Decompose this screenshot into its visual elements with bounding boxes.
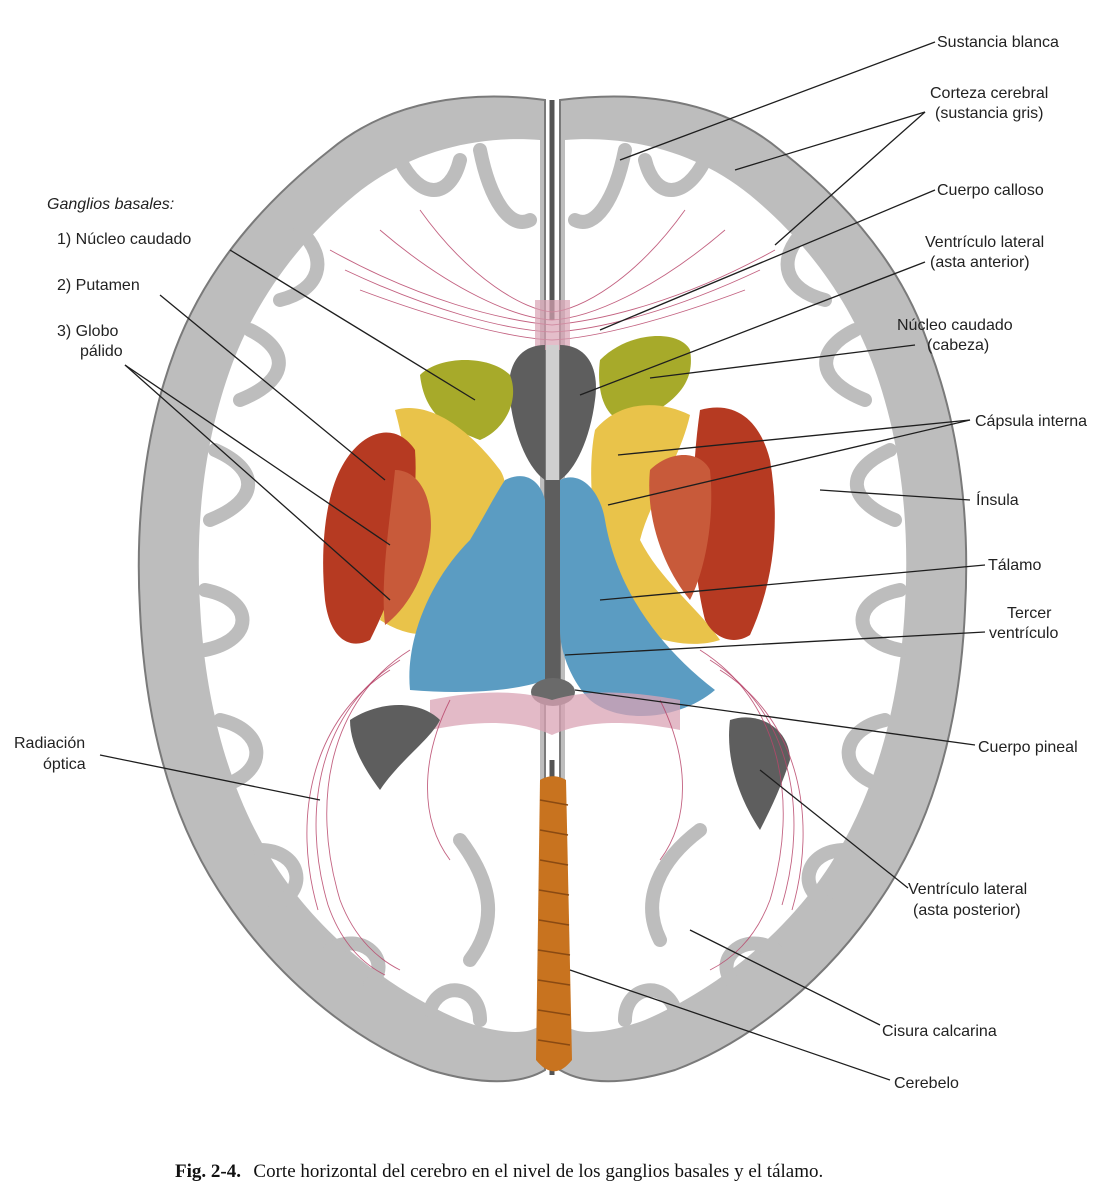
label-tercer-line1: Tercer [1007,605,1052,622]
brain-illustration [137,95,968,1083]
caption-text-line: Fig. 2-4. Corte horizontal del cerebro e… [175,1161,823,1182]
label-nucleo-caudado: 1) Núcleo caudado [57,231,191,248]
label-globo-palido-line2: pálido [80,343,123,360]
leader-ventriculo-anterior [579,261,926,396]
label-radiacion-line2: óptica [43,756,86,773]
label-insula: Ínsula [976,490,1019,509]
label-globo-palido-line1: 3) Globo [57,323,118,340]
label-talamo: Tálamo [988,557,1041,574]
figure-caption: Fig. 2-4. Corte horizontal del cerebro e… [175,1161,823,1182]
cortical-sulci [198,143,907,1027]
right-anterior-horn [560,345,596,480]
right-putamen [693,407,775,640]
label-ganglios-basales: Ganglios basales: [47,196,174,213]
leader-cuerpo-calloso [599,189,936,331]
leader-corteza-b [774,111,926,246]
leader-putamen [159,294,386,481]
label-nucleo-cabeza-line2: (cabeza) [927,337,989,354]
left-anterior-horn [509,345,545,480]
label-corteza-line2: (sustancia gris) [935,105,1043,122]
cerebellum-vermis [536,776,572,1072]
label-cerebelo: Cerebelo [894,1075,959,1092]
leader-insula [819,489,971,501]
cerebellum-folia [537,799,571,1046]
leader-capsula-interna-a [617,419,971,456]
label-sustancia-blanca: Sustancia blanca [937,34,1059,51]
label-ventriculo-anterior-line1: Ventrículo lateral [925,234,1044,251]
label-ventriculo-posterior-line2: (asta posterior) [913,902,1021,919]
right-labels: Sustancia blanca Corteza cerebral (susta… [882,34,1087,1092]
leader-ventriculo-posterior [759,769,909,889]
left-globus-pallidus [383,470,431,625]
right-caudate-head [599,336,691,422]
optic-radiation-fibers [306,649,804,976]
label-cisura-calcarina: Cisura calcarina [882,1023,997,1040]
leader-nucleo-caudado [229,249,476,401]
leader-sustancia-blanca [619,41,936,161]
leader-tercer-ventriculo [564,631,986,656]
third-ventricle [545,480,560,680]
leader-corteza-a [734,111,926,171]
leader-radiacion-optica [99,754,321,801]
right-posterior-horn [729,717,790,830]
septum-pellucidum [546,345,559,485]
left-posterior-horn [350,705,440,790]
label-ventriculo-posterior-line1: Ventrículo lateral [908,881,1027,898]
caption-description: Corte horizontal del cerebro en el nivel… [253,1161,823,1182]
left-labels: Ganglios basales: 1) Núcleo caudado 2) P… [14,196,191,773]
left-thalamus [409,476,545,692]
leader-talamo [599,564,986,601]
label-tercer-line2: ventrículo [989,625,1058,642]
leader-cisura-calcarina [689,929,881,1026]
right-thalamus [560,477,715,717]
leader-cuerpo-pineal [574,689,976,746]
label-cuerpo-calloso: Cuerpo calloso [937,182,1044,199]
label-capsula-interna: Cápsula interna [975,413,1087,430]
splenium [430,692,680,735]
leader-capsula-interna-b [607,419,971,506]
label-radiacion-line1: Radiación [14,735,85,752]
leader-globo-palido-a [124,364,391,601]
left-putamen [323,432,416,644]
caption-number: Fig. 2-4. [175,1161,241,1182]
label-putamen: 2) Putamen [57,277,140,294]
label-corteza-line1: Corteza cerebral [930,85,1048,102]
leader-lines [99,41,986,1081]
leader-cerebelo [569,969,891,1081]
label-cuerpo-pineal: Cuerpo pineal [978,739,1078,756]
leader-nucleo-cabeza [649,344,916,379]
leader-globo-palido-b [124,364,391,546]
label-nucleo-cabeza-line1: Núcleo caudado [897,317,1013,334]
corpus-callosum-genu [535,300,570,350]
label-ventriculo-anterior-line2: (asta anterior) [930,254,1030,271]
